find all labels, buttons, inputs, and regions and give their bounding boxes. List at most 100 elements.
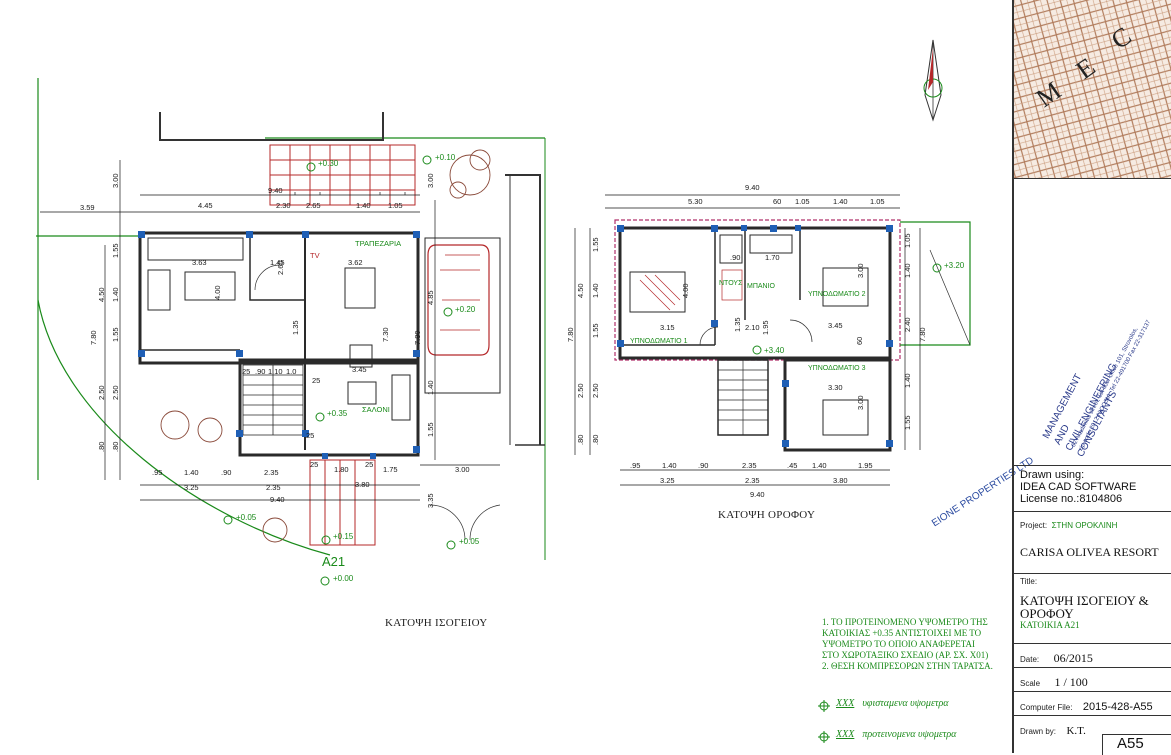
svg-text:1.55: 1.55 [426,422,435,437]
scale-label: Scale [1020,679,1041,688]
svg-text:4.00: 4.00 [213,285,222,300]
legend-markers [818,700,830,743]
svg-text:25: 25 [310,460,318,469]
svg-text:1.40: 1.40 [662,461,677,470]
scale-cell: Scale 1 / 100 [1014,667,1171,691]
north-arrow-icon [923,39,943,122]
project-label: Project: [1020,521,1048,530]
svg-text:3.59: 3.59 [80,203,95,212]
svg-text:5.30: 5.30 [688,197,703,206]
svg-text:2.40: 2.40 [903,317,912,332]
first-level-labels: +3.20 +3.40 [764,261,965,355]
svg-text:3.15: 3.15 [660,323,675,332]
svg-text:3.00: 3.00 [856,263,865,278]
unit-label: A21 [322,554,345,569]
notes: 1. ΤΟ ΠΡΟΤΕΙΝΟΜΕΝΟ ΥΨΟΜΕΤΡΟ ΤΗΣ ΚΑΤΟΙΚΙΑ… [822,617,1012,672]
svg-text:2.50: 2.50 [576,383,585,398]
svg-text:.95: .95 [152,468,162,477]
scale-value: 1 / 100 [1054,675,1088,689]
legend-text: προτεινομενα υψομετρα [862,729,957,740]
project-location: ΣΤΗΝ ΟΡΟΚΛΙΝΗ [1051,521,1118,530]
svg-text:1.35: 1.35 [291,320,300,335]
svg-text:1.40: 1.40 [833,197,848,206]
drawn-cell: Drawn by: K.T. A55 [1014,715,1171,755]
file-value: 2015-428-A55 [1082,701,1153,713]
svg-text:7.80: 7.80 [566,327,575,342]
svg-text:1.05: 1.05 [903,233,912,248]
svg-text:1.40: 1.40 [591,283,600,298]
svg-text:1.0: 1.0 [286,367,296,376]
svg-text:1.40: 1.40 [111,287,120,302]
bedroom-1-label: ΥΠΝΟΔΩΜΑΤΙΟ 1 [630,338,688,345]
svg-text:.90: .90 [730,253,740,262]
svg-text:1.10: 1.10 [268,367,283,376]
drawn-value: K.T. [1066,725,1086,737]
svg-text:.90: .90 [255,367,265,376]
dining-room-label: ΤΡΑΠΕΖΑΡΙΑ [355,239,401,248]
bath-label: ΜΠΑΝΙΟ [747,283,776,290]
svg-text:25: 25 [306,431,314,440]
sheet-box: A55 [1102,734,1171,755]
svg-text:3.80: 3.80 [833,476,848,485]
project-name: CARISA OLIVEA RESORT [1020,545,1159,559]
software-cell: Drawn using: IDEA CAD SOFTWARE License n… [1014,465,1171,511]
svg-text:25: 25 [312,376,320,385]
svg-text:2.30: 2.30 [276,201,291,210]
svg-text:3.45: 3.45 [352,365,367,374]
ground-floor-plan [36,78,546,560]
floor-plan-drawing: +0.30 +0.10 +0.20 +0.35 +0.05 +0.15 +0.0… [36,39,971,743]
svg-text:1.05: 1.05 [388,201,403,210]
svg-text:+0.05: +0.05 [459,537,480,546]
svg-text:+0.30: +0.30 [318,159,339,168]
svg-text:.45: .45 [787,461,797,470]
ground-level-labels: +0.30 +0.10 +0.20 +0.35 +0.05 +0.15 +0.0… [236,153,480,583]
svg-text:2.50: 2.50 [111,385,120,400]
firm-cell [1014,178,1171,465]
note-line: 2. ΘΕΣΗ ΚΟΜΠΡΕΣΟΡΩΝ ΣΤΗΝ ΤΑΡΑΤΣΑ. [822,661,993,671]
svg-text:.90: .90 [698,461,708,470]
svg-text:+0.00: +0.00 [333,574,354,583]
svg-text:1.45: 1.45 [270,258,285,267]
project-cell: Project: ΣΤΗΝ ΟΡΟΚΛΙΝΗ CARISA OLIVEA RES… [1014,511,1171,573]
svg-text:1.55: 1.55 [903,415,912,430]
svg-text:60: 60 [773,197,781,206]
first-level-markers [752,263,942,355]
first-floor-caption: ΚΑΤΟΨΗ ΟΡΟΦΟΥ [718,509,816,521]
svg-text:3.30: 3.30 [828,383,843,392]
svg-text:9.40: 9.40 [268,186,283,195]
svg-text:3.00: 3.00 [455,465,470,474]
ground-room-labels: ΤΡΑΠΕΖΑΡΙΑ ΣΑΛΟΝΙ TV [310,239,401,414]
svg-text:1.40: 1.40 [903,373,912,388]
svg-text:1.75: 1.75 [383,465,398,474]
legend-code: XXX [836,729,855,740]
svg-text:9.40: 9.40 [270,495,285,504]
svg-text:3.00: 3.00 [111,173,120,188]
title-label: Title: [1020,577,1038,586]
firm-info: MANAGEMENT AND CIVIL ENGINEERING CONSULT… [1020,230,1170,460]
svg-text:2.35: 2.35 [264,468,279,477]
svg-text:2.35: 2.35 [742,461,757,470]
date-value: 06/2015 [1053,651,1093,665]
date-cell: Date: 06/2015 [1014,643,1171,667]
svg-text:7.80: 7.80 [413,330,422,345]
svg-text:3.45: 3.45 [828,321,843,330]
svg-text:1.40: 1.40 [356,201,371,210]
svg-text:.80: .80 [111,442,120,452]
svg-text:2.60: 2.60 [276,260,285,275]
svg-text:2.50: 2.50 [591,383,600,398]
svg-text:4.45: 4.45 [198,201,213,210]
svg-text:9.40: 9.40 [745,183,760,192]
svg-text:1.40: 1.40 [812,461,827,470]
legend-proposed: XXX προτεινομενα υψομετρα [836,729,956,740]
svg-text:4.50: 4.50 [576,283,585,298]
ground-level-markers [223,155,456,586]
software-line: License no.:8104806 [1020,493,1123,505]
svg-text:.80: .80 [591,435,600,445]
title-block: M E C Drawn using: IDEA CAD SOFTWARE Lic… [1012,0,1171,755]
bedroom-2-label: ΥΠΝΟΔΩΜΑΤΙΟ 2 [808,291,866,298]
note-line: ΚΑΤΟΙΚΙΑΣ +0.35 ΑΝΤΙΣΤΟΙΧΕΙ ΜΕ ΤΟ [822,628,982,638]
svg-text:4.85: 4.85 [426,290,435,305]
svg-text:1.55: 1.55 [591,323,600,338]
svg-text:2.35: 2.35 [745,476,760,485]
